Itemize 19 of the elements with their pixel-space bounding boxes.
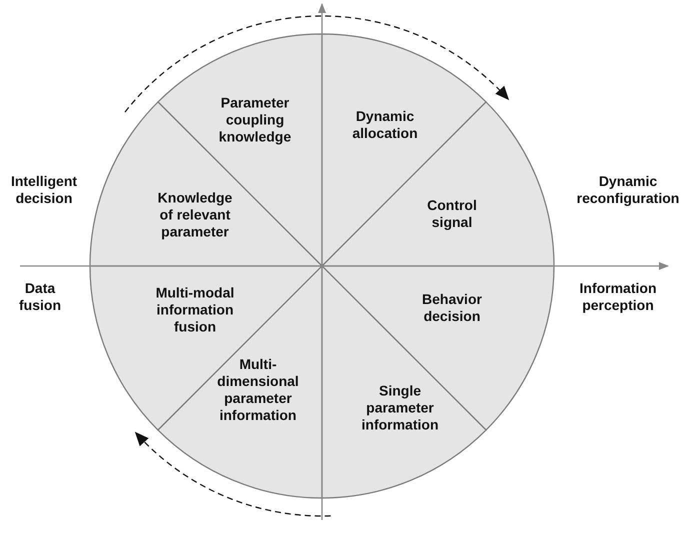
sector-label: Knowledge of relevant parameter (156, 189, 234, 240)
sector-label: Dynamic allocation (351, 108, 419, 142)
pie-sector (158, 34, 322, 266)
sector-label: Parameter coupling knowledge (218, 94, 292, 146)
quadrant-label: Dynamic reconfiguration (576, 173, 680, 207)
quadrant-label: Data fusion (18, 280, 62, 314)
pie-sector (322, 266, 486, 498)
sector-label: Behavior decision (421, 291, 483, 325)
pie-sector (322, 102, 554, 266)
sector-label: Single parameter information (360, 382, 440, 434)
pie-sector (322, 266, 554, 430)
quadrant-label: Information perception (578, 280, 658, 314)
pie-sector (158, 266, 322, 498)
sector-label: Multi-modal information fusion (154, 284, 236, 336)
pie-sector (90, 266, 322, 430)
quadrant-label: Intelligent decision (10, 173, 78, 207)
sector-label: Multi-dimensional parameter information (216, 356, 300, 424)
sector-label: Control signal (426, 196, 478, 231)
pie-sector (322, 34, 486, 266)
